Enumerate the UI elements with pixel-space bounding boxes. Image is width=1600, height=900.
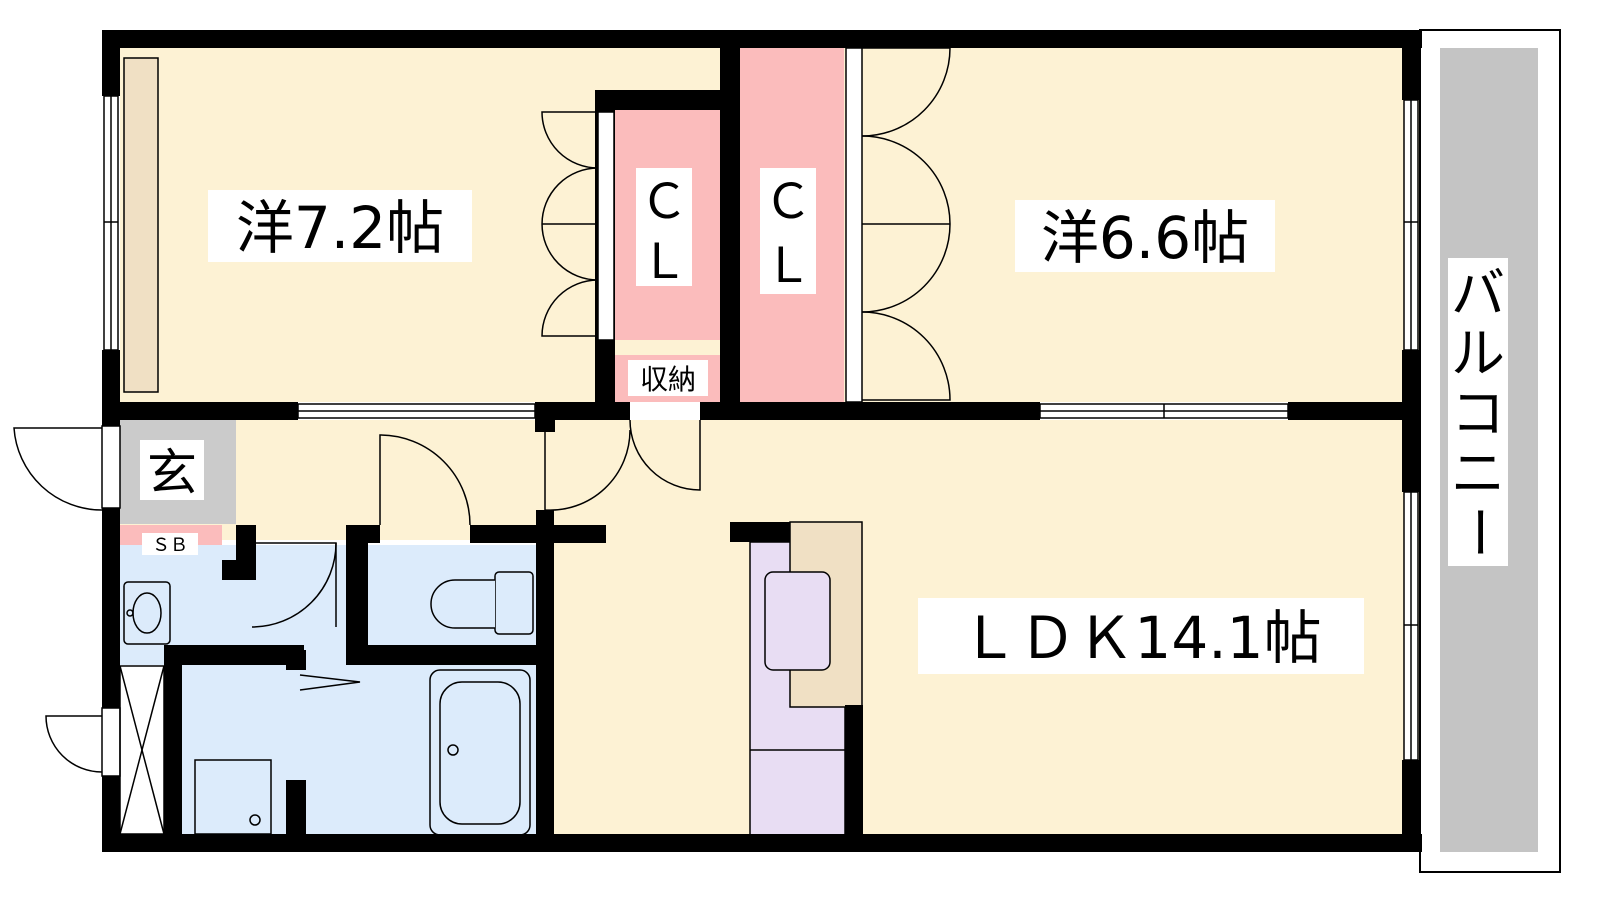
storage-label: 収納 bbox=[640, 363, 696, 396]
label-bg-ldk bbox=[918, 598, 1364, 674]
balcony-char-3: コ bbox=[1451, 382, 1505, 445]
window-mullions bbox=[104, 96, 1418, 776]
closet-2-label-l: Ｌ bbox=[764, 238, 812, 294]
shelf-strip bbox=[123, 57, 159, 393]
balcony-char-1: バ bbox=[1451, 262, 1505, 325]
label-bg-storage bbox=[628, 360, 708, 396]
label-bg-balcony bbox=[1448, 258, 1508, 566]
label-bg-western-7-2 bbox=[208, 190, 472, 262]
closet-1-label-l: Ｌ bbox=[640, 234, 688, 290]
label-bg-closet-1 bbox=[636, 168, 692, 286]
balcony-char-5: ー bbox=[1447, 505, 1510, 559]
closet-1-label-c: Ｃ bbox=[640, 174, 688, 230]
closet-2-label-c: Ｃ bbox=[764, 174, 812, 230]
entrance-label: 玄 bbox=[147, 444, 197, 502]
room-labels: 洋7.2帖 洋6.6帖 ＬＤＫ14.1帖 Ｃ Ｌ Ｃ Ｌ 収納 玄 ＳＢ バ ル… bbox=[140, 168, 1510, 674]
bathroom-floor bbox=[306, 665, 536, 845]
doors bbox=[13, 47, 951, 777]
balcony-char-2: ル bbox=[1451, 322, 1505, 385]
balcony-char-4: ニ bbox=[1451, 442, 1505, 505]
room-label-western-6-6: 洋6.6帖 bbox=[1041, 204, 1249, 272]
fixtures bbox=[119, 571, 534, 836]
label-bg-shoe-box bbox=[142, 533, 198, 555]
label-bg-entrance bbox=[140, 440, 204, 500]
label-bg-western-6-6 bbox=[1015, 200, 1275, 272]
room-label-ldk: ＬＤＫ14.1帖 bbox=[960, 604, 1321, 672]
shoe-box-label: ＳＢ bbox=[152, 535, 188, 556]
kitchen-sink bbox=[764, 571, 831, 671]
room-label-western-7-2: 洋7.2帖 bbox=[236, 194, 444, 262]
label-bg-closet-2 bbox=[760, 168, 816, 294]
